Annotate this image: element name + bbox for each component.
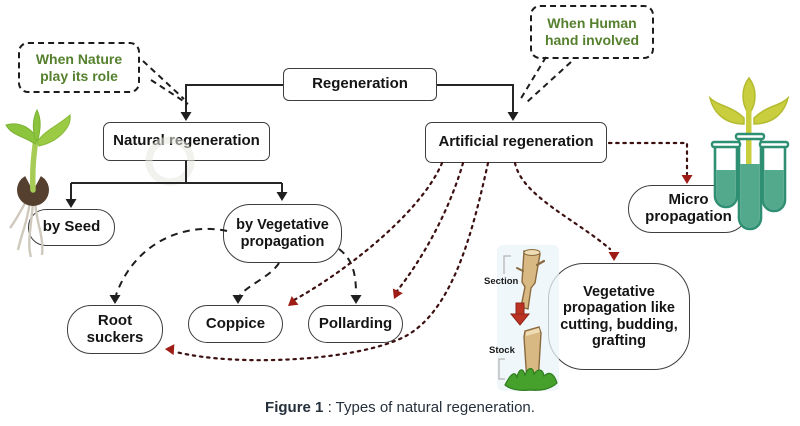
stock-label: Stock [489,345,515,356]
figure-caption: Figure 1 : Types of natural regeneration… [0,399,800,416]
node-by-vegetative-propagation: by Vegetative propagation [223,204,342,263]
node-regeneration: Regeneration [283,68,437,101]
node-artificial-regeneration: Artificial regeneration [425,122,607,163]
red-down-arrow [509,302,531,326]
callout-when-human: When Human hand involved [530,5,654,59]
figure-caption-label: Figure 1 [265,399,324,416]
node-root-suckers: Root suckers [67,305,163,354]
grass [504,367,558,391]
node-vegetative-methods: Vegetative propagation like cutting, bud… [548,263,690,370]
callout-when-nature: When Nature play its role [18,42,140,93]
node-by-seed: by Seed [28,209,115,246]
node-natural-regeneration: Natural regeneration [103,122,270,161]
cutting-background [497,245,559,391]
tree-cutting-illustration [497,245,559,391]
tube-rims [710,132,790,149]
seedling-center-leaf [32,108,41,141]
section-twig [516,249,546,310]
node-pollarding: Pollarding [308,305,403,343]
test-tubes-illustration [708,76,790,231]
section-label: Section [484,276,519,287]
figure-caption-text: : Types of natural regeneration. [323,399,535,416]
tube-liquid [716,164,784,228]
seedling-stem [30,135,39,193]
node-coppice: Coppice [188,305,283,343]
dashed-arrowheads [109,295,362,304]
label-brackets [498,255,511,380]
tube-plant-leaves [708,76,790,125]
seedling-right-leaf [36,114,71,147]
seedling-left-leaf [5,123,38,145]
seedling-illustration [5,108,71,258]
seedling-roots [9,197,44,258]
